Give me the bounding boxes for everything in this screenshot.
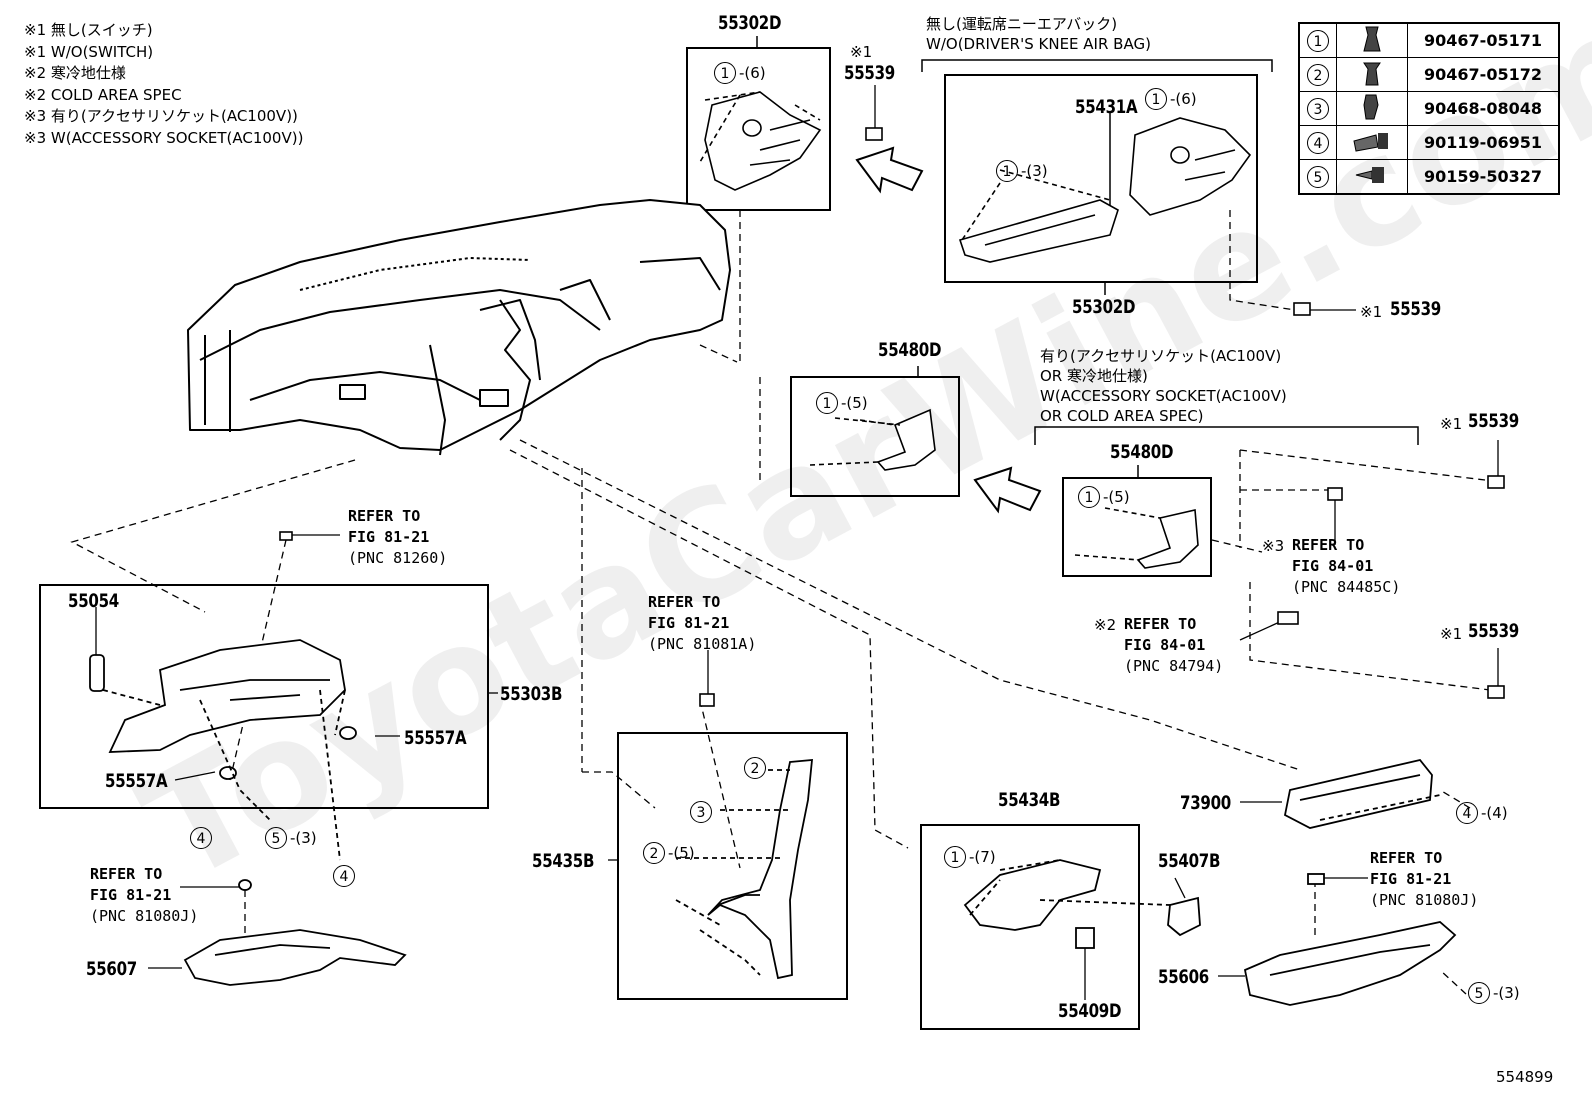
condition-socket-jp: OR 寒冷地仕様) xyxy=(1040,367,1148,385)
note-mark: ※3 xyxy=(1262,537,1285,555)
legend-row: 3 90468-08048 xyxy=(1298,91,1560,126)
fastener-callout: 1-(3) xyxy=(996,160,1048,182)
fastener-callout: 4 xyxy=(190,827,215,849)
fastener-callout: 4 xyxy=(333,865,358,887)
fastener-callout: 5-(3) xyxy=(1468,982,1520,1004)
part-label: 55557A xyxy=(404,727,467,749)
part-label: 55539 xyxy=(1468,410,1520,432)
screw-icon xyxy=(1355,166,1384,183)
fastener-callout: 1-(6) xyxy=(714,62,766,84)
part-label: 55303B xyxy=(500,683,563,705)
part-label: 55409D xyxy=(1058,1000,1122,1022)
legend-part-number: 90119-06951 xyxy=(1407,125,1560,160)
legend-part-number: 90159-50327 xyxy=(1407,159,1560,195)
condition-knee-airbag-en: W/O(DRIVER'S KNEE AIR BAG) xyxy=(926,35,1151,53)
legend-number: 1 xyxy=(1307,29,1329,52)
box-55435B xyxy=(617,732,848,1000)
clip-icon xyxy=(1363,62,1381,85)
box-55480D-mid xyxy=(790,376,960,497)
note-mark: ※1 xyxy=(1440,415,1463,433)
part-label: 55302D xyxy=(718,12,782,34)
note-mark: ※1 xyxy=(1360,303,1383,321)
note-line: ※2 寒冷地仕様 xyxy=(24,64,126,82)
condition-socket-en: OR COLD AREA SPEC) xyxy=(1040,407,1204,425)
legend-number: 2 xyxy=(1307,63,1329,86)
condition-knee-airbag-jp: 無し(運転席ニーエアバック) xyxy=(926,15,1118,33)
fastener-callout: 2 xyxy=(744,757,769,779)
notes-block: ※1 無し(スイッチ) ※1 W/O(SWITCH) ※2 寒冷地仕様 ※2 C… xyxy=(24,20,303,149)
clip-icon xyxy=(1363,94,1379,119)
note-line: ※1 W/O(SWITCH) xyxy=(24,42,154,61)
part-label: 55054 xyxy=(68,590,120,612)
legend-row: 5 90159-50327 xyxy=(1298,159,1560,195)
fastener-callout: 3 xyxy=(690,801,715,823)
note-line: ※3 有り(アクセサリソケット(AC100V)) xyxy=(24,107,298,125)
part-label: 55539 xyxy=(1390,298,1442,320)
fastener-callout: 1-(5) xyxy=(816,392,868,414)
condition-socket-jp: 有り(アクセサリソケット(AC100V) xyxy=(1040,347,1282,365)
legend-number: 5 xyxy=(1307,165,1329,188)
part-label: 55606 xyxy=(1158,966,1210,988)
box-55434B xyxy=(920,824,1140,1030)
note-line: ※1 無し(スイッチ) xyxy=(24,21,153,39)
legend-number: 3 xyxy=(1307,97,1329,120)
part-label: 55480D xyxy=(878,339,942,361)
legend-part-number: 90467-05172 xyxy=(1407,57,1560,92)
note-line: ※3 W(ACCESSORY SOCKET(AC100V)) xyxy=(24,128,304,147)
box-55480D-right xyxy=(1062,477,1212,577)
legend-part-number: 90468-08048 xyxy=(1407,91,1560,126)
part-label: 55431A xyxy=(1075,96,1138,118)
fastener-callout: 1-(7) xyxy=(944,846,996,868)
fastener-callout: 2-(5) xyxy=(643,842,695,864)
box-55302D-top xyxy=(686,47,831,211)
legend-row: 4 90119-06951 xyxy=(1298,125,1560,160)
part-label: 55557A xyxy=(105,770,168,792)
note-mark: ※1 xyxy=(1440,625,1463,643)
bolt-icon xyxy=(1353,132,1388,152)
fastener-callout: 5-(3) xyxy=(265,827,317,849)
fastener-callout: 1-(6) xyxy=(1145,88,1197,110)
part-label: 55539 xyxy=(844,62,896,84)
note-line: ※2 COLD AREA SPEC xyxy=(24,85,182,104)
box-55303B xyxy=(39,584,489,809)
note-mark: ※2 xyxy=(1094,616,1117,634)
part-label: 55407B xyxy=(1158,850,1221,872)
legend-part-number: 90467-05171 xyxy=(1407,22,1560,58)
part-label: 55434B xyxy=(998,789,1061,811)
part-label: 73900 xyxy=(1180,792,1232,814)
part-label: 55480D xyxy=(1110,441,1174,463)
legend-row: 2 90467-05172 xyxy=(1298,57,1560,92)
fastener-callout: 4-(4) xyxy=(1456,802,1508,824)
clip-icon xyxy=(1363,26,1381,51)
fastener-callout: 1-(5) xyxy=(1078,486,1130,508)
document-number: 554899 xyxy=(1496,1068,1554,1086)
part-label: 55435B xyxy=(532,850,595,872)
part-label: 55302D xyxy=(1072,296,1136,318)
condition-socket-en: W(ACCESSORY SOCKET(AC100V) xyxy=(1040,387,1287,405)
part-label: 55607 xyxy=(86,958,138,980)
fastener-legend-table: 1 90467-05171 2 90467-05172 3 90468-0804… xyxy=(1298,22,1560,195)
box-55302D-right xyxy=(944,74,1258,283)
note-mark: ※1 xyxy=(850,43,873,61)
legend-row: 1 90467-05171 xyxy=(1298,22,1560,58)
legend-number: 4 xyxy=(1307,131,1329,154)
part-label: 55539 xyxy=(1468,620,1520,642)
